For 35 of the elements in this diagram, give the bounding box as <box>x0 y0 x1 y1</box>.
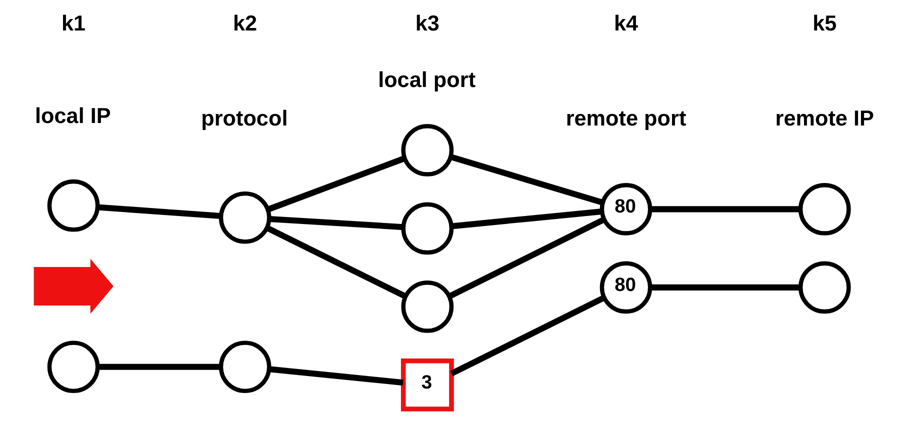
label: k4 <box>614 10 638 36</box>
connector <box>98 204 222 219</box>
node-circle <box>798 261 851 314</box>
connector <box>451 208 602 230</box>
connector <box>650 206 800 212</box>
connector <box>650 284 800 290</box>
node-circle <box>218 191 272 244</box>
connector <box>269 216 404 230</box>
label: remote port <box>566 105 686 130</box>
node-arrow <box>34 258 114 314</box>
connector <box>450 295 606 376</box>
node-circle <box>798 183 851 236</box>
node-circle: 80 <box>600 183 652 236</box>
node-circle <box>401 202 454 255</box>
label: local IP <box>35 103 111 128</box>
label: k5 <box>812 10 837 36</box>
label: local port <box>378 66 476 92</box>
connector <box>450 154 604 206</box>
node-circle <box>47 179 100 232</box>
connector <box>268 366 404 386</box>
connector <box>266 156 406 212</box>
connector <box>266 225 407 300</box>
node-circle: 80 <box>600 261 652 314</box>
label: protocol <box>201 105 288 130</box>
node-box: 3 <box>400 358 454 412</box>
label: k1 <box>62 10 86 36</box>
connector <box>448 216 606 300</box>
node-circle <box>401 280 454 333</box>
connector <box>98 364 221 370</box>
node-circle <box>401 124 454 176</box>
label: remote IP <box>775 105 874 130</box>
node-circle <box>218 340 272 394</box>
label: k2 <box>233 10 258 36</box>
label: k3 <box>415 10 440 36</box>
node-circle <box>47 340 100 394</box>
